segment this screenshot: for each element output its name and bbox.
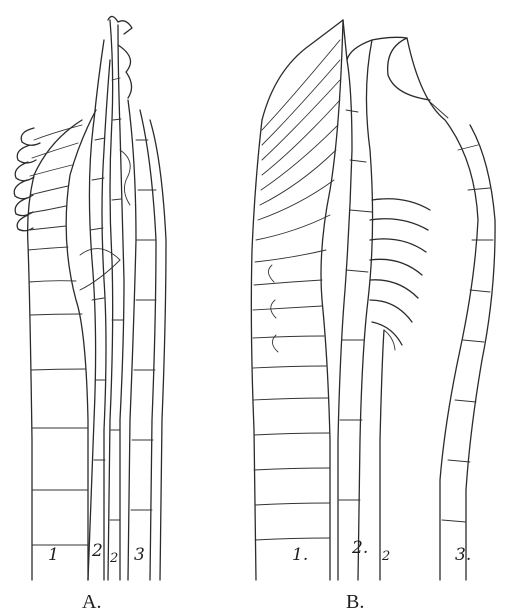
panel-a-label-2-small: 2: [109, 551, 118, 566]
panel-b-label-2: 2.: [351, 538, 368, 558]
panel-a-caption: A.: [82, 591, 101, 613]
panel-a-drawing: [14, 16, 166, 580]
panel-a-label-3: 3: [134, 545, 145, 565]
panel-b-drawing: [251, 20, 495, 580]
panel-a-label-2: 2: [91, 541, 103, 561]
panel-b-caption: B.: [346, 591, 364, 613]
panel-b-label-2-small: 2: [381, 549, 390, 564]
panel-b-label-1: 1.: [292, 545, 308, 565]
panel-b-label-3: 3.: [455, 545, 471, 565]
panel-a-label-1: 1: [48, 545, 59, 565]
